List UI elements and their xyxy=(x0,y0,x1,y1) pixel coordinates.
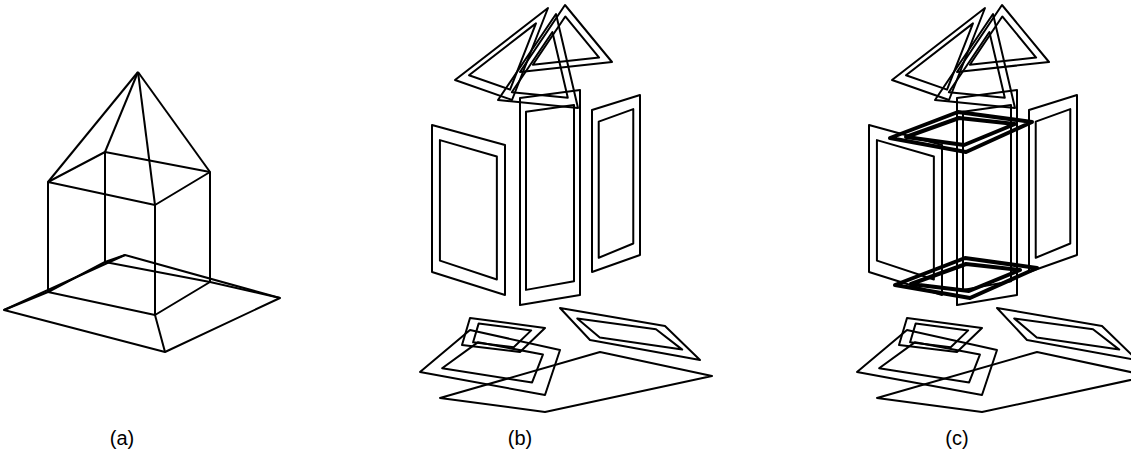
panel-label: (b) xyxy=(508,428,532,448)
exploded-house-c xyxy=(857,5,1131,412)
exploded-house-b xyxy=(420,5,712,412)
panel-label: (a) xyxy=(110,428,134,448)
panel-label: (c) xyxy=(945,428,968,448)
highlighted-frames xyxy=(890,112,1037,298)
assembled-house xyxy=(4,72,280,352)
